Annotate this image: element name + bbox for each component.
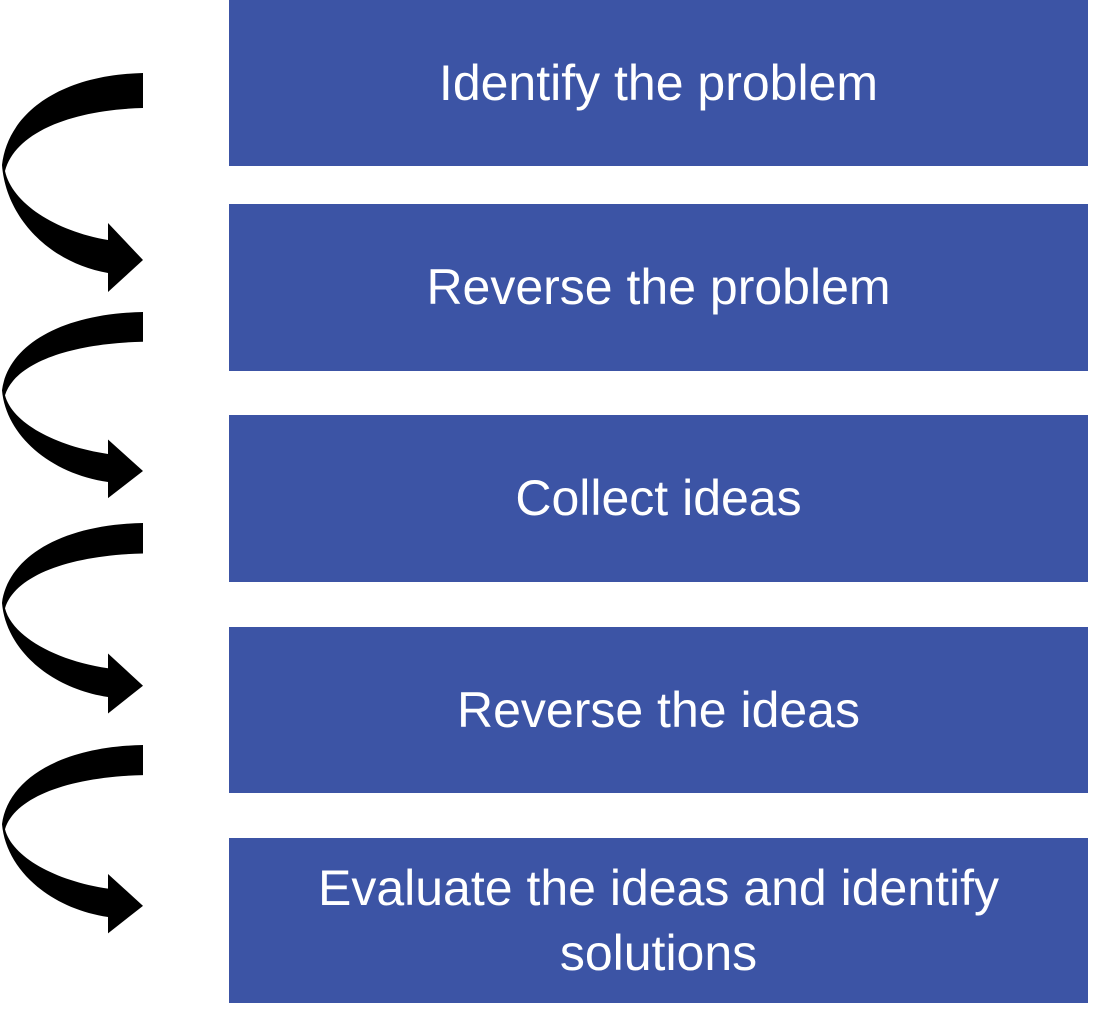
arrows-layer (2, 73, 143, 934)
curved-arrow-icon (2, 73, 143, 292)
curved-arrow-icon (2, 312, 143, 499)
step-box-evaluate-ideas: Evaluate the ideas and identify solution… (229, 838, 1088, 1003)
step-label: Evaluate the ideas and identify solution… (317, 859, 1000, 981)
step-box-reverse-problem: Reverse the problem (229, 204, 1088, 371)
step-box-reverse-ideas: Reverse the ideas (229, 627, 1088, 793)
step-label: Reverse the ideas (456, 681, 860, 738)
step-box-collect-ideas: Collect ideas (229, 415, 1088, 582)
step-box-identify-problem: Identify the problem (229, 0, 1088, 166)
curved-arrow-icon (2, 523, 143, 714)
step-label: Identify the problem (438, 54, 879, 111)
step-label: Collect ideas (515, 470, 802, 526)
step-label: Reverse the problem (426, 259, 891, 315)
curved-arrow-icon (2, 745, 143, 934)
